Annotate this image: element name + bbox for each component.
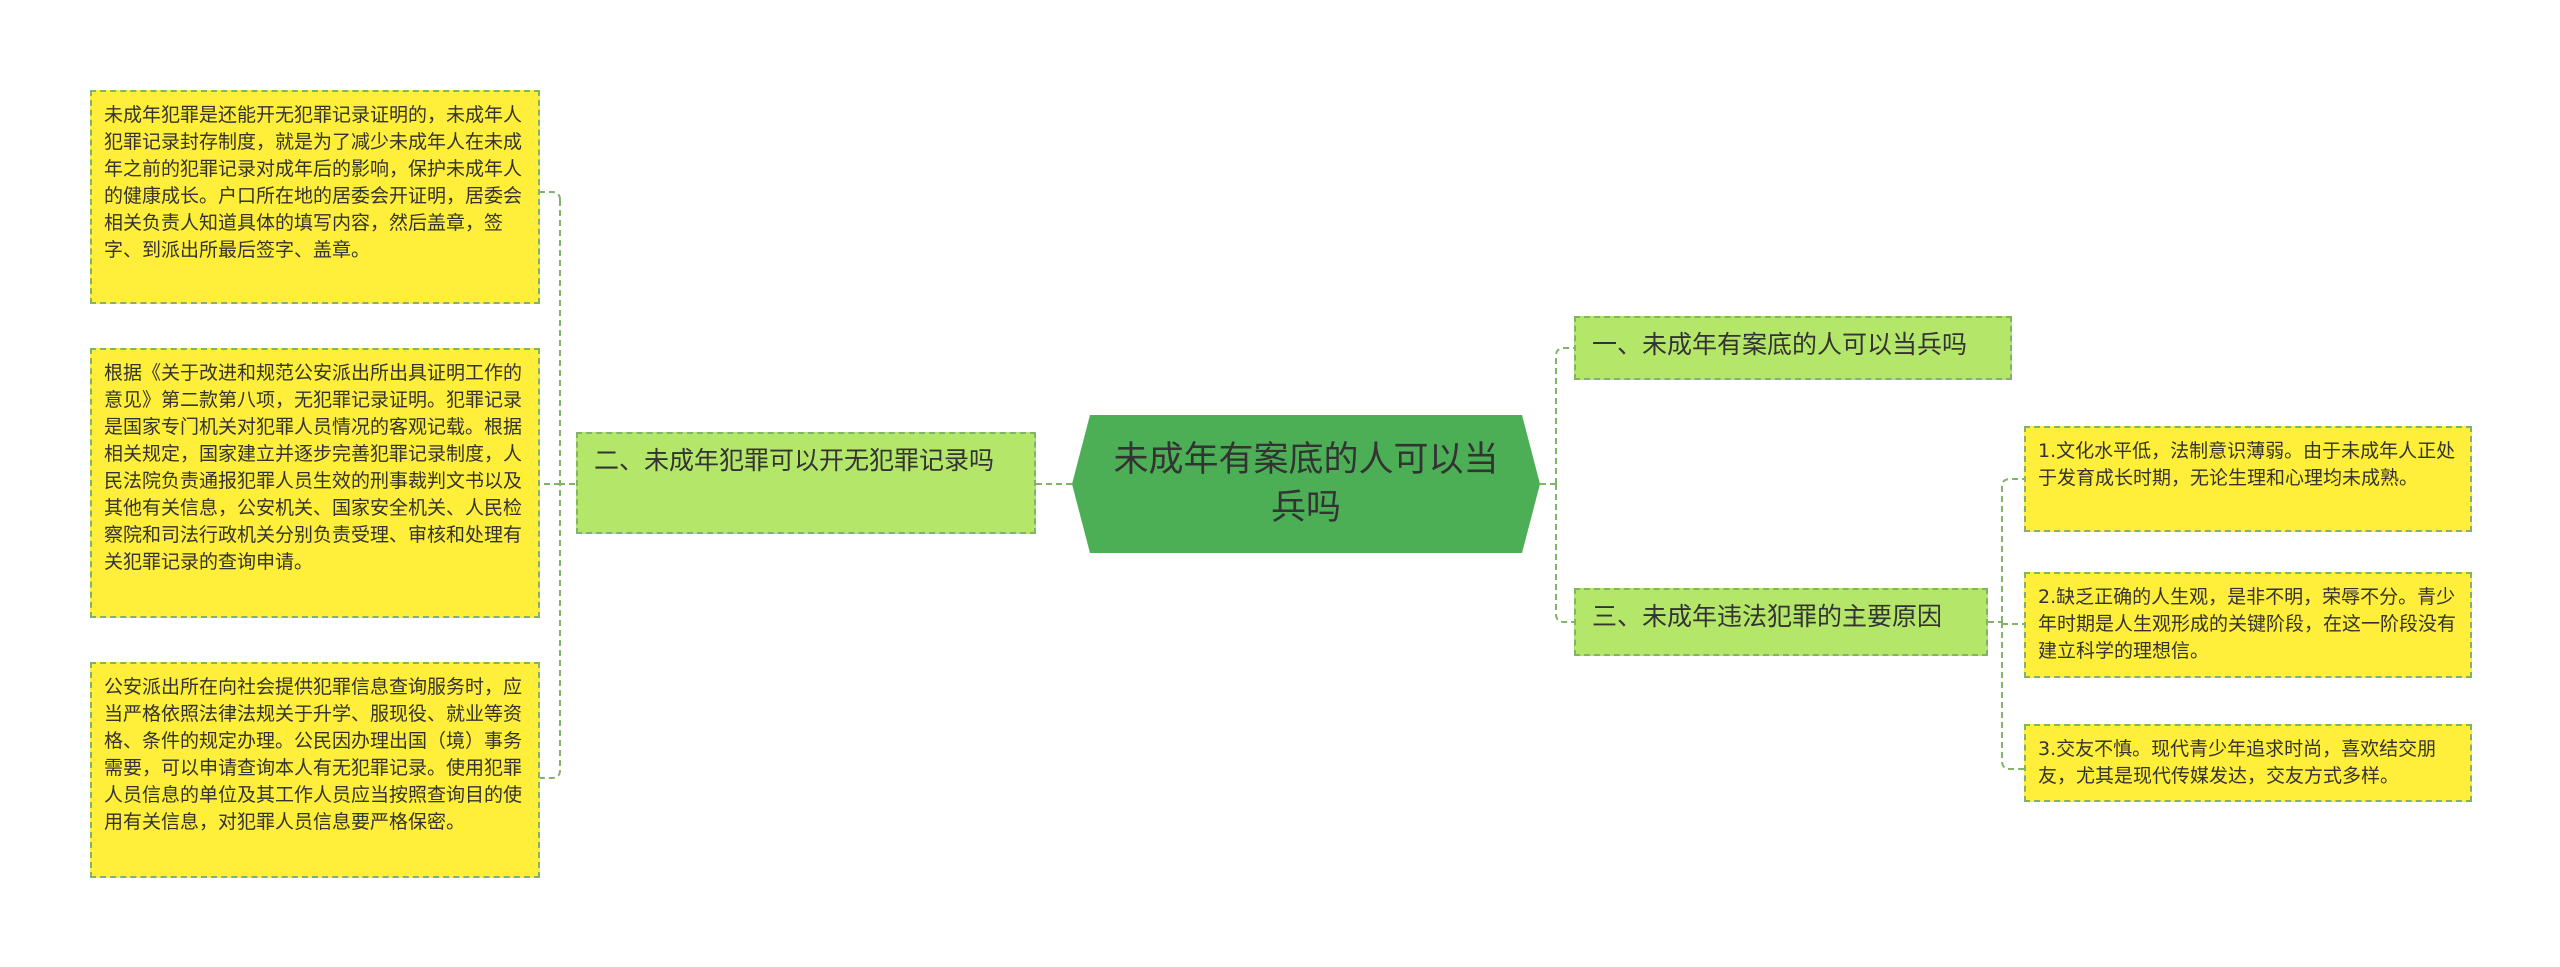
root-shape [1072, 415, 1540, 553]
leaf-right-3-text: 3.交友不慎。现代青少年追求时尚，喜欢结交朋友，尤其是现代传媒发达，交友方式多样… [2038, 738, 2437, 787]
connector-left-spine [540, 191, 561, 779]
connector-b3-spine [2001, 478, 2024, 770]
branch-right-1-label: 一、未成年有案底的人可以当兵吗 [1592, 330, 1968, 359]
connector-right-spine [1555, 347, 1574, 623]
branch-left[interactable]: 二、未成年犯罪可以开无犯罪记录吗 [576, 432, 1036, 534]
root-node[interactable]: 未成年有案底的人可以当兵吗 [1072, 415, 1540, 553]
leaf-right-1-text: 1.文化水平低，法制意识薄弱。由于未成年人正处于发育成长时期，无论生理和心理均未… [2038, 440, 2456, 489]
leaf-left-1[interactable]: 未成年犯罪是还能开无犯罪记录证明的，未成年人犯罪记录封存制度，就是为了减少未成年… [90, 90, 540, 304]
branch-right-3-label: 三、未成年违法犯罪的主要原因 [1592, 602, 1943, 631]
leaf-left-2-text: 根据《关于改进和规范公安派出所出具证明工作的意见》第二款第八项，无犯罪记录证明。… [104, 362, 523, 573]
root-label: 未成年有案底的人可以当兵吗 [1113, 440, 1499, 528]
leaf-left-1-text: 未成年犯罪是还能开无犯罪记录证明的，未成年人犯罪记录封存制度，就是为了减少未成年… [104, 104, 523, 261]
leaf-left-3-text: 公安派出所在向社会提供犯罪信息查询服务时，应当严格依照法律法规关于升学、服现役、… [104, 676, 523, 833]
leaf-left-3[interactable]: 公安派出所在向社会提供犯罪信息查询服务时，应当严格依照法律法规关于升学、服现役、… [90, 662, 540, 878]
branch-left-label: 二、未成年犯罪可以开无犯罪记录吗 [594, 446, 995, 475]
leaf-right-3[interactable]: 3.交友不慎。现代青少年追求时尚，喜欢结交朋友，尤其是现代传媒发达，交友方式多样… [2024, 724, 2472, 802]
leaf-left-2[interactable]: 根据《关于改进和规范公安派出所出具证明工作的意见》第二款第八项，无犯罪记录证明。… [90, 348, 540, 618]
leaf-right-2[interactable]: 2.缺乏正确的人生观，是非不明，荣辱不分。青少年时期是人生观形成的关键阶段，在这… [2024, 572, 2472, 678]
leaf-right-1[interactable]: 1.文化水平低，法制意识薄弱。由于未成年人正处于发育成长时期，无论生理和心理均未… [2024, 426, 2472, 532]
leaf-right-2-text: 2.缺乏正确的人生观，是非不明，荣辱不分。青少年时期是人生观形成的关键阶段，在这… [2038, 586, 2457, 662]
branch-right-3[interactable]: 三、未成年违法犯罪的主要原因 [1574, 588, 1988, 656]
branch-right-1[interactable]: 一、未成年有案底的人可以当兵吗 [1574, 316, 2012, 380]
